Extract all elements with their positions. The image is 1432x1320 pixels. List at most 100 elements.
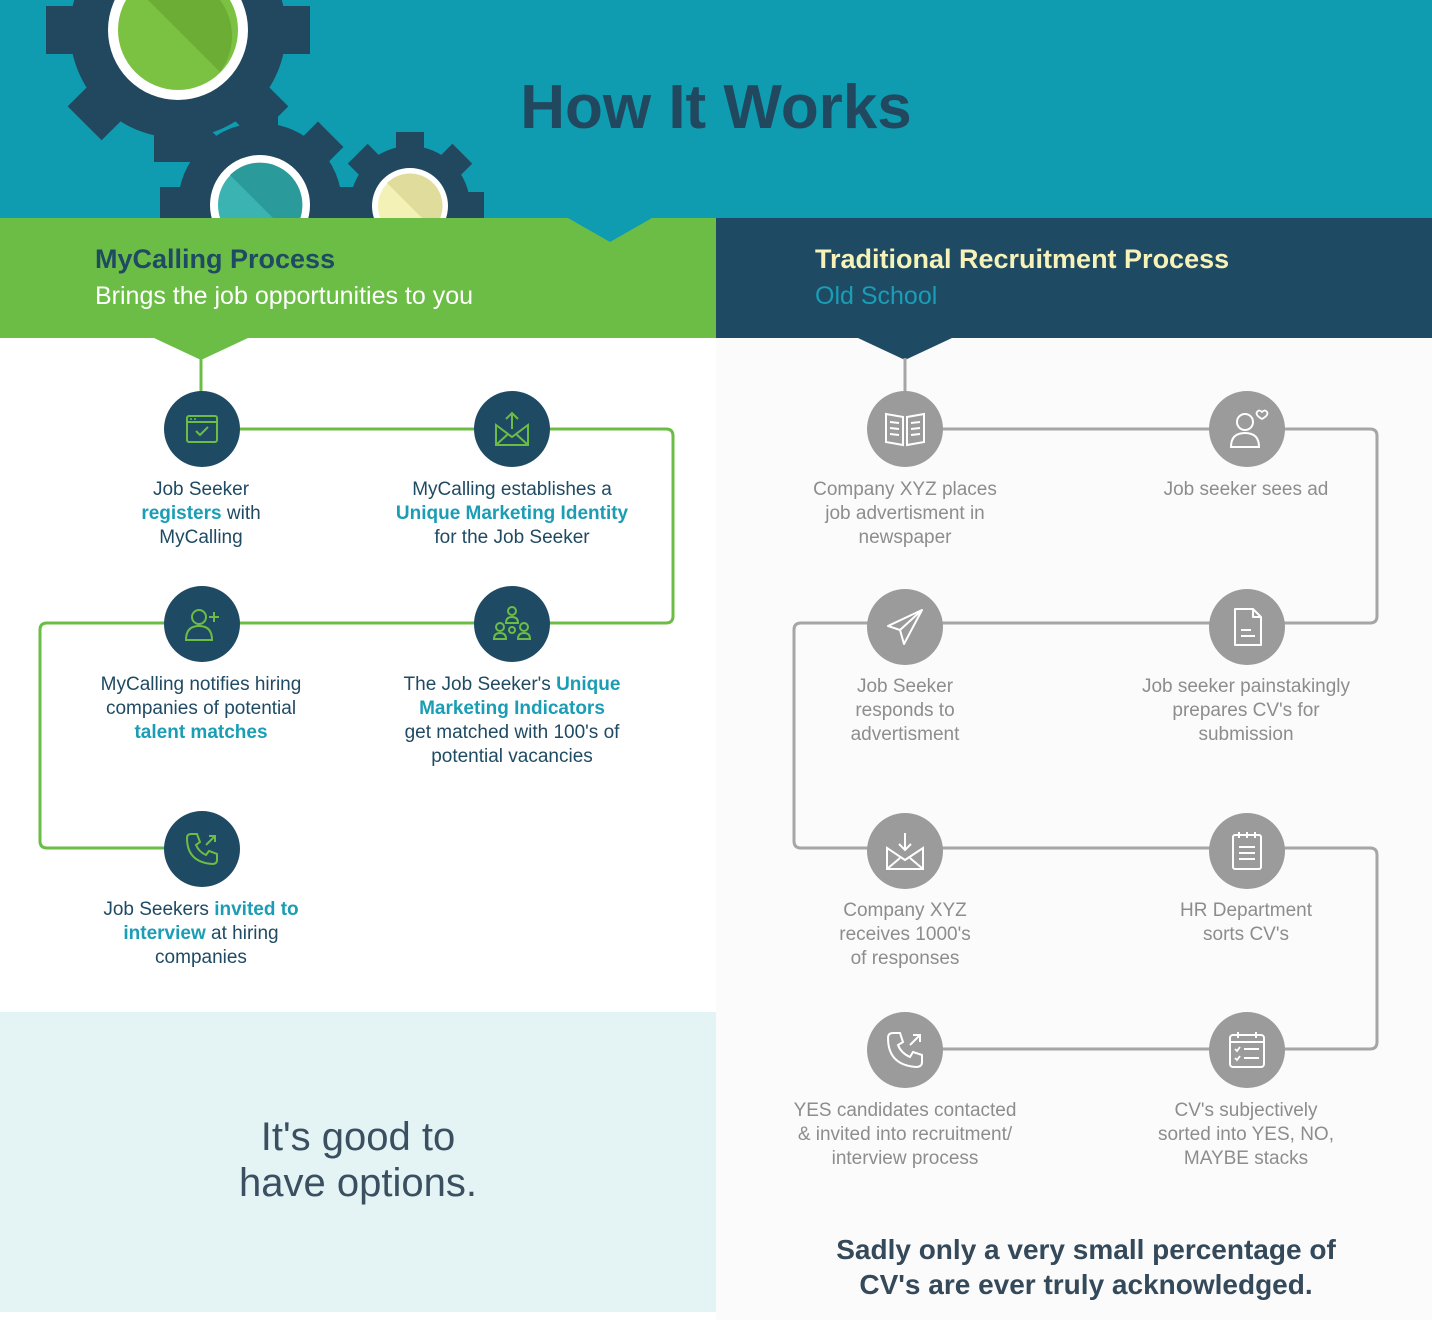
options-tagline: It's good to have options.: [0, 1114, 716, 1206]
step-text: interview process: [831, 1148, 979, 1169]
step-text: prepares CV's for: [1172, 700, 1320, 721]
mycalling-notch: [154, 338, 248, 360]
options-panel: [0, 1012, 716, 1312]
step-text: newspaper: [858, 527, 952, 548]
register-step-label: Job Seeker registers with MyCalling: [71, 478, 331, 550]
traditional-header: Traditional Recruitment Process Old Scho…: [716, 218, 1432, 338]
gear-icon: [336, 132, 484, 218]
step-text: of responses: [850, 948, 960, 969]
step-text: HR Department: [1180, 900, 1312, 921]
traditional-subtitle: Old School: [815, 282, 938, 310]
interview-step-label: Job Seekers invited to interview at hiri…: [71, 898, 331, 970]
step-text: job advertisment in: [825, 503, 985, 524]
paper-plane-icon: [887, 609, 923, 645]
acknowledgement-note: Sadly only a very small percentage of CV…: [766, 1232, 1406, 1302]
contact-step-icon: [867, 1012, 943, 1088]
add-user-icon: [184, 609, 219, 641]
notify-step-icon: [164, 586, 240, 662]
step-text: get matched with 100's of: [404, 722, 620, 743]
identity-step-icon: [474, 391, 550, 467]
traditional-path: [792, 358, 1379, 1051]
page-title: How It Works: [520, 73, 912, 142]
envelope-upload-icon: [495, 411, 529, 446]
prepare-cv-step-label: Job seeker painstakingly prepares CV's f…: [1116, 675, 1376, 747]
step-text: sorted into YES, NO,: [1157, 1124, 1334, 1145]
clipboard-list-icon: [1232, 832, 1262, 870]
receive-step-icon: [867, 813, 943, 889]
step-text: companies: [155, 947, 247, 968]
traditional-title: Traditional Recruitment Process: [815, 244, 1230, 274]
match-step-icon: [474, 586, 550, 662]
mycalling-subtitle: Brings the job opportunities to you: [95, 282, 474, 310]
step-text: Job Seeker: [152, 479, 250, 500]
browser-check-icon: [186, 415, 218, 443]
gear-icon: [46, 0, 310, 162]
sort-step-label: HR Department sorts CV's: [1116, 899, 1376, 947]
gear-icon: [160, 105, 360, 218]
contact-step-label: YES candidates contacted & invited into …: [770, 1099, 1040, 1171]
ad-step-icon: [867, 391, 943, 467]
step-text: sorts CV's: [1203, 924, 1289, 945]
step-text: & invited into recruitment/: [797, 1124, 1013, 1145]
step-text: Company XYZ places: [813, 479, 997, 500]
step-text: Job Seekers: [103, 899, 215, 920]
sees-ad-step-label: Job seeker sees ad: [1116, 478, 1376, 502]
step-text: responds to: [855, 700, 955, 721]
sort-step-icon: [1209, 813, 1285, 889]
step-text: Job seeker sees ad: [1163, 479, 1329, 500]
step-highlight: Unique: [556, 674, 621, 695]
envelope-download-icon: [886, 833, 924, 870]
step-highlight: invited to: [214, 899, 299, 920]
mycalling-path: [38, 358, 675, 850]
mycalling-title: MyCalling Process: [95, 244, 336, 274]
gears-illustration: [46, 0, 484, 218]
sees-ad-step-icon: [1209, 391, 1285, 467]
step-text: with: [221, 503, 261, 524]
step-text: MyCalling notifies hiring: [100, 674, 302, 695]
person-heart-icon: [1229, 409, 1269, 448]
header-notch: [568, 218, 652, 242]
match-step-label: The Job Seeker's Unique Marketing Indica…: [376, 673, 648, 769]
traditional-background: [716, 338, 1432, 1320]
step-text: at hiring: [205, 923, 279, 944]
prepare-cv-step-icon: [1209, 589, 1285, 665]
step-highlight: interview: [123, 923, 206, 944]
receive-step-label: Company XYZ receives 1000's of responses: [775, 899, 1035, 971]
register-step-icon: [164, 391, 240, 467]
step-text: receives 1000's: [839, 924, 971, 945]
step-text: The Job Seeker's: [403, 674, 557, 695]
newspaper-icon: [885, 412, 925, 447]
phone-call-icon: [886, 1032, 923, 1069]
step-text: YES candidates contacted: [793, 1100, 1017, 1121]
step-highlight: talent matches: [134, 722, 268, 743]
step-text: Job seeker painstakingly: [1141, 676, 1351, 697]
options-line: It's good to: [260, 1115, 456, 1159]
options-line: have options.: [239, 1161, 477, 1205]
step-text: for the Job Seeker: [434, 527, 590, 548]
notify-step-label: MyCalling notifies hiring companies of p…: [71, 673, 331, 745]
step-highlight: Marketing Indicators: [419, 698, 605, 719]
interview-step-icon: [164, 811, 240, 887]
step-text: CV's subjectively: [1174, 1100, 1318, 1121]
step-highlight: Unique Marketing Identity: [395, 503, 629, 524]
step-text: Company XYZ: [843, 900, 967, 921]
step-text: advertisment: [850, 724, 960, 745]
step-highlight: registers: [141, 503, 222, 524]
note-line: Sadly only a very small percentage of: [836, 1234, 1336, 1265]
step-text: Job Seeker: [856, 676, 954, 697]
step-text: MyCalling establishes a: [412, 479, 612, 500]
step-text: submission: [1198, 724, 1294, 745]
stack-step-label: CV's subjectively sorted into YES, NO, M…: [1116, 1099, 1376, 1171]
document-icon: [1234, 608, 1262, 646]
people-network-icon: [492, 606, 532, 640]
phone-call-icon: [185, 833, 218, 866]
stack-step-icon: [1209, 1012, 1285, 1088]
calendar-checklist-icon: [1229, 1032, 1265, 1068]
note-line: CV's are ever truly acknowledged.: [859, 1269, 1313, 1300]
step-text: MyCalling: [159, 527, 243, 548]
header-band: How It Works: [0, 0, 1432, 218]
step-text: potential vacancies: [431, 746, 593, 767]
mycalling-header: MyCalling Process Brings the job opportu…: [0, 218, 716, 338]
ad-step-label: Company XYZ places job advertisment in n…: [775, 478, 1035, 550]
